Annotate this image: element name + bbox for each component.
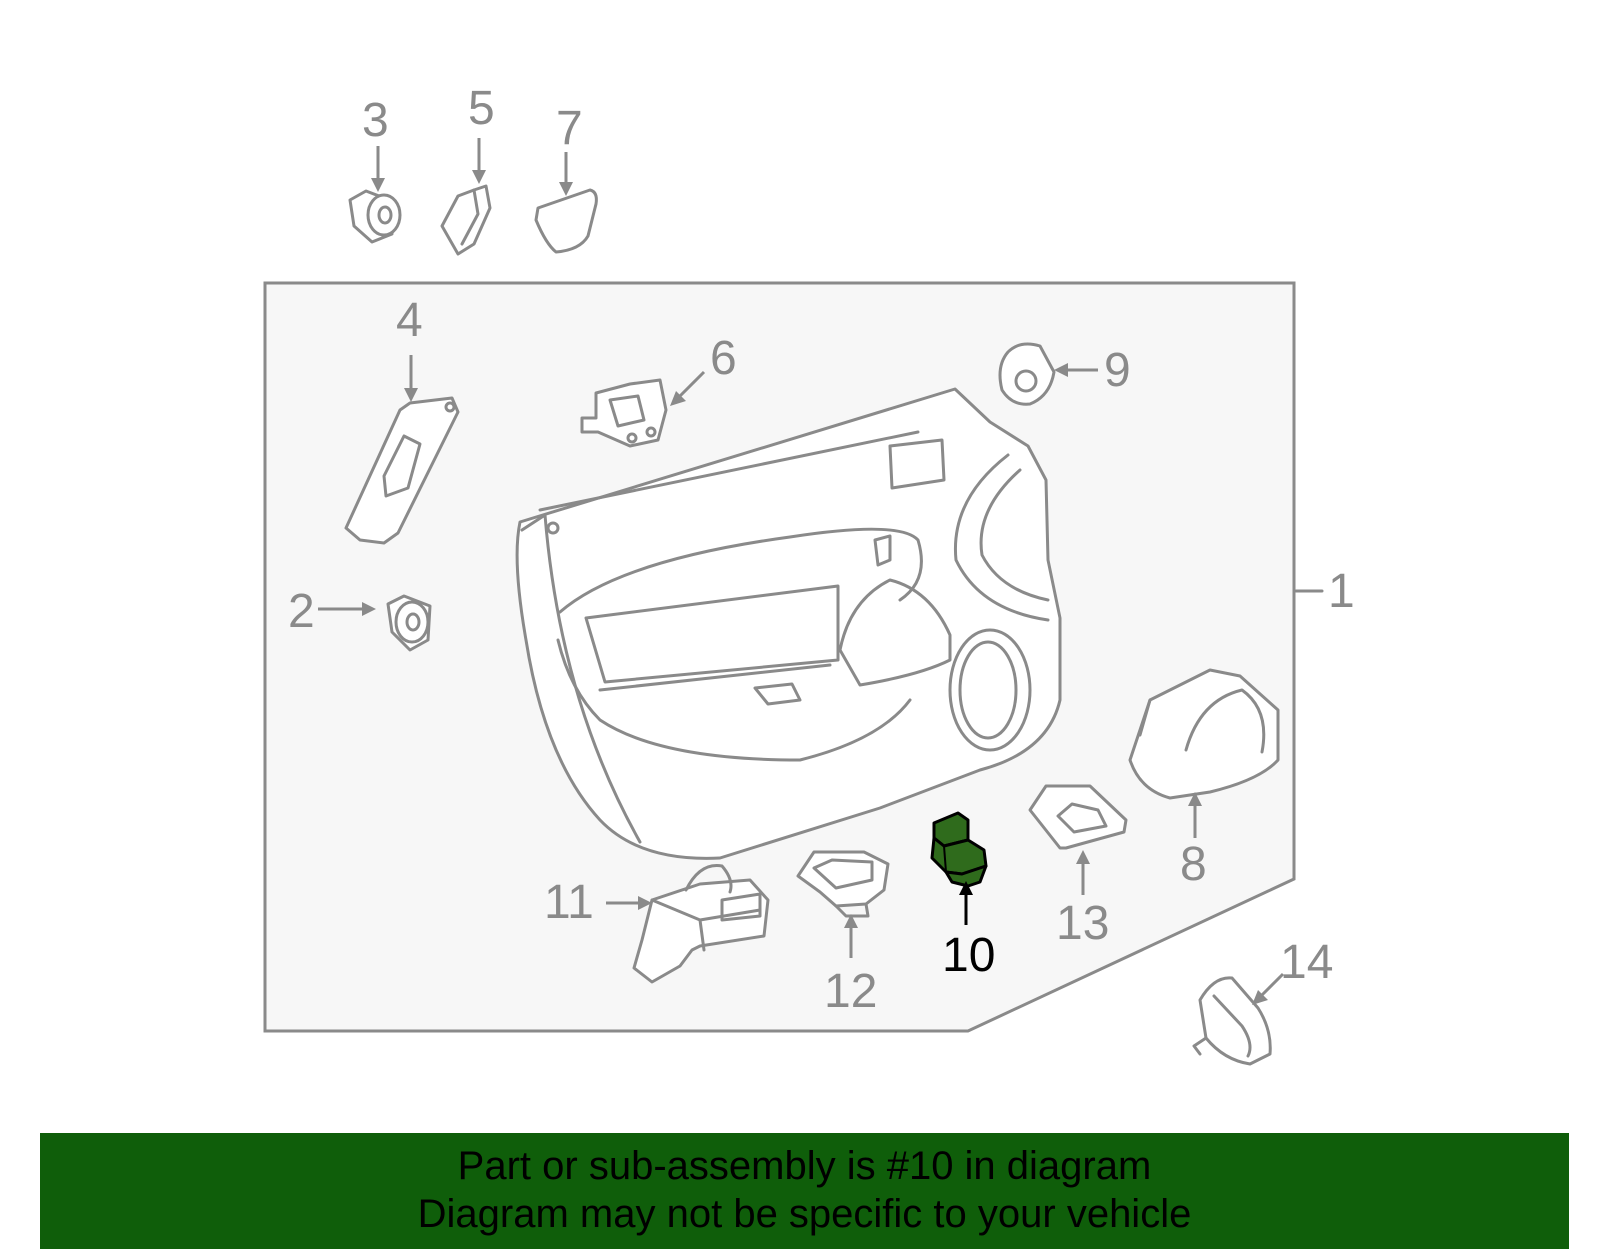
- part-8-speaker-cover: [1128, 668, 1280, 800]
- part-3-grommet: [348, 189, 402, 244]
- part-11-switch-housing: [632, 864, 770, 984]
- part-7-cover: [534, 188, 598, 254]
- part-13-cup-insert: [1028, 784, 1128, 850]
- callout-1: 1: [1328, 565, 1355, 618]
- part-9-clip: [998, 342, 1056, 406]
- callout-8: 8: [1180, 838, 1207, 891]
- callout-4: 4: [396, 294, 423, 347]
- part-10-switch-highlighted: [930, 811, 988, 888]
- callout-10-highlighted: 10: [942, 929, 995, 982]
- callout-13: 13: [1056, 897, 1109, 950]
- part-4-bracket: [344, 396, 460, 545]
- callout-12: 12: [824, 965, 877, 1018]
- banner-line-2: Diagram may not be specific to your vehi…: [417, 1192, 1192, 1236]
- callout-6: 6: [710, 332, 737, 385]
- callout-9: 9: [1104, 344, 1131, 397]
- info-banner: Part or sub-assembly is #10 in diagram D…: [40, 1133, 1569, 1249]
- callout-5: 5: [468, 82, 495, 135]
- callout-11: 11: [544, 876, 594, 929]
- callout-7: 7: [556, 102, 583, 155]
- banner-line-1: Part or sub-assembly is #10 in diagram: [457, 1144, 1152, 1188]
- part-14-clip: [1192, 976, 1272, 1066]
- part-6-bracket: [580, 378, 668, 448]
- part-2-grommet: [386, 594, 432, 652]
- callout-2: 2: [288, 585, 315, 638]
- callout-14: 14: [1280, 936, 1333, 989]
- part-12-handle-bezel: [796, 850, 890, 918]
- callout-3: 3: [362, 94, 389, 147]
- door-trim-panel: [515, 387, 1062, 860]
- part-5-clip: [440, 184, 492, 256]
